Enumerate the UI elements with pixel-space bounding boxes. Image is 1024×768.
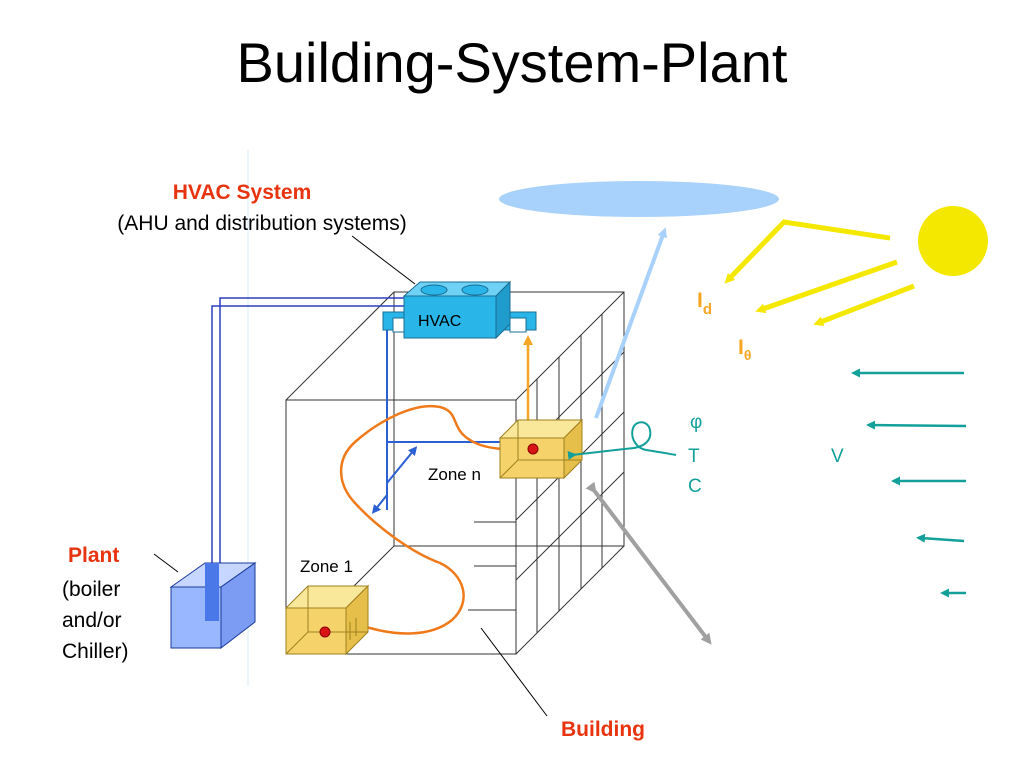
plant-pipes [211,297,406,577]
sun-icon [918,206,988,276]
plant-description-line-3: Chiller) [62,640,129,663]
outdoor-air-connection-icon [567,421,677,460]
zone-n-label: Zone n [428,465,481,484]
wind-label: V [831,446,844,467]
temperature-label: T [688,446,700,467]
airflow-path-icon [324,404,533,635]
slide-title: Building-System-Plant [236,31,788,94]
sky-ellipse [499,181,779,217]
leader-lines [153,235,548,717]
humidity-label: φ [690,412,702,433]
concentration-label: C [688,476,702,497]
plant-box [169,562,257,650]
hvac-system-heading: HVAC System [172,181,312,204]
wind-arrows [851,368,967,598]
building-label: Building [561,718,645,741]
longwave-radiation-arrow [594,227,667,419]
zone-n-box [498,418,584,480]
exchange-arrow [585,481,712,645]
hvac-unit [382,280,537,340]
plant-description-line-2: and/or [62,609,122,632]
radiation-direct-label: Id [697,289,712,318]
hvac-unit-label: HVAC [418,313,461,330]
zone-n-sensor-icon [527,443,539,455]
zone-1-label: Zone 1 [300,557,353,576]
solar-radiation-arrows [724,219,915,326]
hvac-system-subheading: (AHU and distribution systems) [117,212,407,235]
plant-description-line-1: (boiler [62,578,121,601]
zone-1-box [284,584,370,656]
plant-heading: Plant [68,544,120,567]
radiation-theta-label: Iθ [738,336,751,363]
zone-1-sensor-icon [319,626,331,638]
